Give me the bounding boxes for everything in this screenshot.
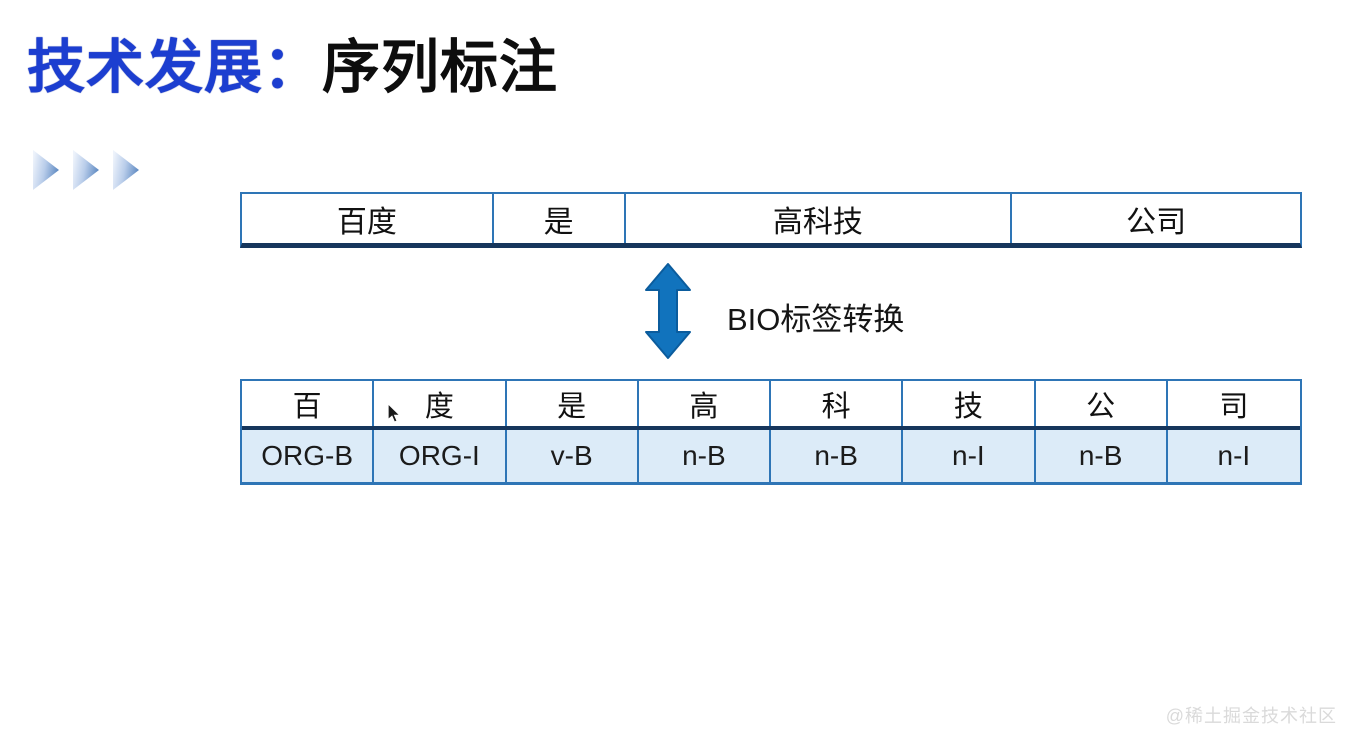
conversion-label: BIO标签转换 (727, 302, 905, 337)
char-cell: 高 (638, 381, 771, 426)
tag-cell: n-B (638, 430, 771, 482)
tag-cell: v-B (506, 430, 639, 482)
chevron-right-icon (73, 150, 99, 190)
char-cell: 度 (374, 381, 507, 426)
tag-cell: ORG-I (374, 430, 507, 482)
word-table: 百度 是 高科技 公司 (240, 192, 1302, 248)
double-headed-vertical-arrow-icon (645, 263, 691, 359)
word-cell: 高科技 (625, 194, 1013, 243)
word-table-row: 百度 是 高科技 公司 (242, 194, 1300, 243)
bullet-group (33, 150, 139, 190)
word-cell: 百度 (242, 194, 494, 243)
page-title-highlight: 技术发展： (27, 35, 323, 100)
char-cell: 技 (903, 381, 1036, 426)
chevron-right-icon (33, 150, 59, 190)
char-cell: 司 (1167, 381, 1300, 426)
tag-cell: n-I (903, 430, 1036, 482)
char-cell: 是 (506, 381, 639, 426)
tag-row: ORG-B ORG-I v-B n-B n-B n-I n-B n-I (242, 430, 1300, 482)
tag-cell: n-I (1167, 430, 1300, 482)
char-row: 百 度 是 高 科 技 公 司 (242, 381, 1300, 430)
word-cell: 公司 (1012, 194, 1300, 243)
mouse-pointer-icon (387, 403, 401, 423)
chevron-right-icon (113, 150, 139, 190)
tag-cell: n-B (771, 430, 904, 482)
char-cell: 百 (242, 381, 375, 426)
page-title-rest: 序列标注 (322, 35, 559, 100)
char-table: 百 度 是 高 科 技 公 司 ORG-B ORG-I v-B n-B n-B … (240, 379, 1302, 485)
watermark: @稀土掘金技术社区 (1165, 706, 1337, 726)
page-title: 技术发展：序列标注 (27, 20, 558, 104)
char-cell: 科 (771, 381, 904, 426)
word-cell: 是 (493, 194, 626, 243)
tag-cell: ORG-B (242, 430, 375, 482)
tag-cell: n-B (1035, 430, 1168, 482)
char-cell: 公 (1035, 381, 1168, 426)
